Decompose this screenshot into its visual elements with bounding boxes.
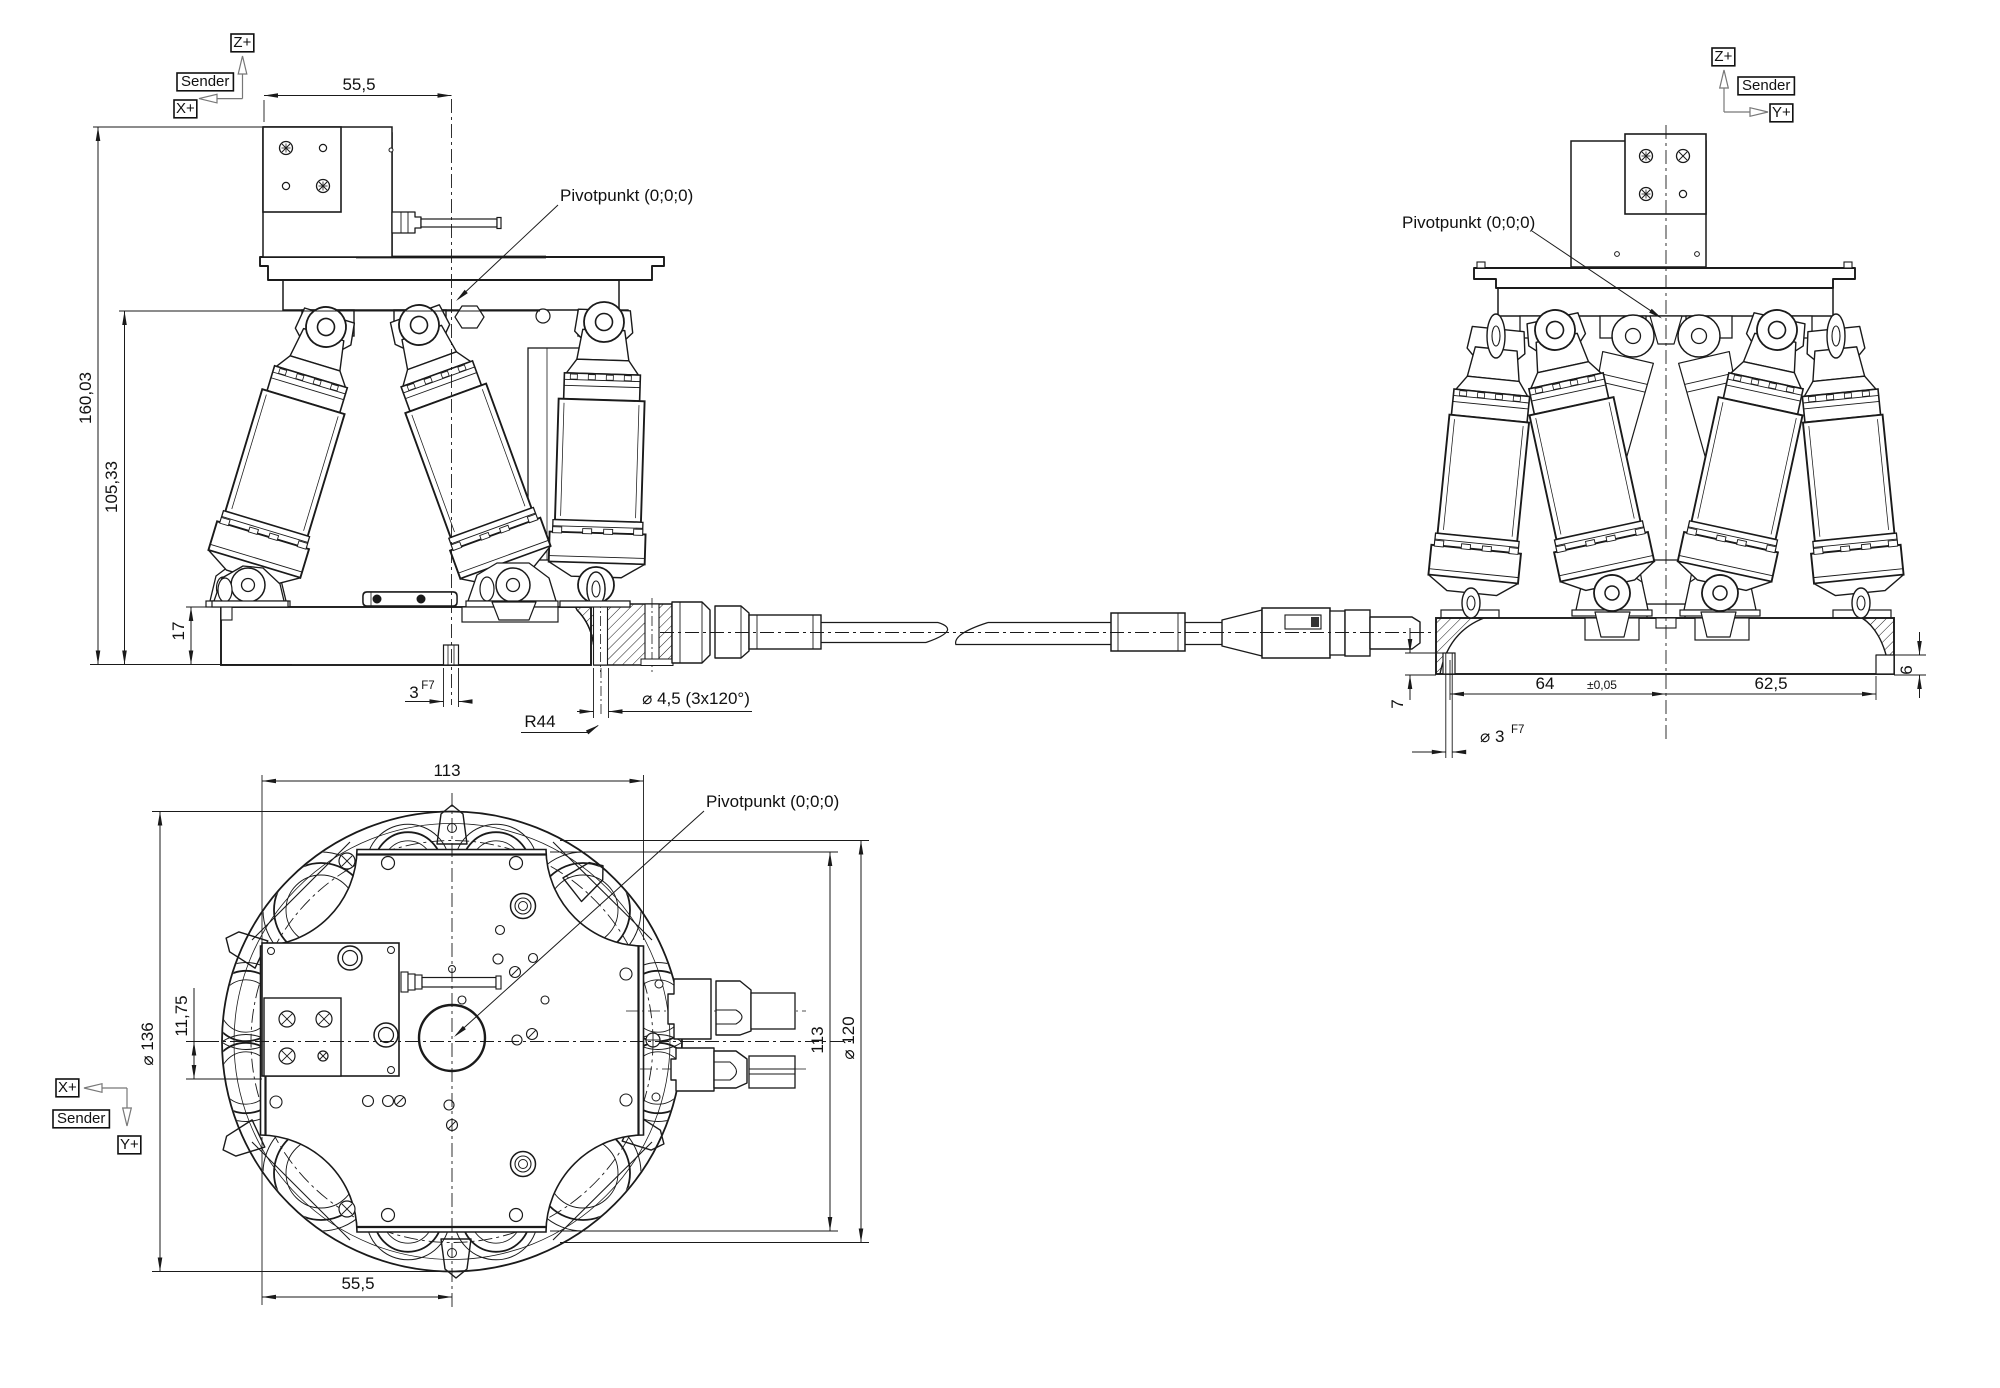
svg-text:7: 7 [1388,699,1407,708]
svg-text:11,75: 11,75 [172,995,191,1036]
svg-text:Sender: Sender [57,1110,105,1127]
svg-text:R44: R44 [524,712,555,731]
svg-text:±0,05: ±0,05 [1587,678,1617,692]
svg-text:Z+: Z+ [233,34,251,51]
svg-text:Y+: Y+ [1772,104,1791,121]
svg-text:6: 6 [1897,665,1916,674]
svg-text:⌀ 3: ⌀ 3 [1480,727,1504,746]
svg-text:3: 3 [409,683,418,702]
svg-text:113: 113 [808,1026,827,1053]
svg-text:55,5: 55,5 [342,75,375,94]
svg-text:Pivotpunkt (0;0;0): Pivotpunkt (0;0;0) [1402,213,1535,232]
svg-text:Sender: Sender [1742,77,1790,94]
svg-text:⌀ 136: ⌀ 136 [138,1022,157,1065]
svg-text:⌀ 120: ⌀ 120 [839,1016,858,1059]
svg-text:F7: F7 [1511,724,1524,736]
svg-text:X+: X+ [58,1079,77,1096]
svg-text:Z+: Z+ [1714,48,1732,65]
svg-text:64: 64 [1536,674,1555,693]
svg-text:Y+: Y+ [120,1136,139,1153]
svg-text:55,5: 55,5 [341,1274,374,1293]
svg-text:105,33: 105,33 [102,461,121,513]
svg-text:Sender: Sender [181,73,229,90]
svg-text:17: 17 [169,622,188,641]
svg-text:62,5: 62,5 [1754,674,1787,693]
svg-text:⌀ 4,5 (3x120°): ⌀ 4,5 (3x120°) [642,689,750,708]
svg-text:F7: F7 [421,680,434,692]
svg-text:160,03: 160,03 [76,372,95,424]
svg-text:113: 113 [433,761,460,780]
svg-text:X+: X+ [176,100,195,117]
svg-text:Pivotpunkt (0;0;0): Pivotpunkt (0;0;0) [560,186,693,205]
svg-text:Pivotpunkt (0;0;0): Pivotpunkt (0;0;0) [706,792,839,811]
